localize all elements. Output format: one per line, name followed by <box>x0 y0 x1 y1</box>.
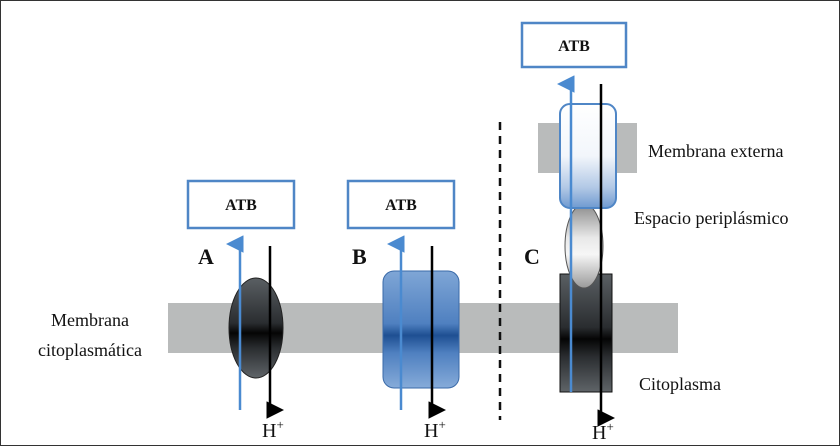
proton-label-b: H+ <box>424 417 446 442</box>
atb-label-c: ATB <box>558 38 590 55</box>
atb-box-a <box>186 179 296 230</box>
inner-membrane-transporter-c <box>559 273 613 393</box>
label-cytoplasmic-membrane-line2: citoplasmática <box>38 340 142 360</box>
label-cytoplasmic-membrane-line1: Membrana <box>51 310 129 330</box>
label-outer-membrane: Membrana externa <box>648 141 783 161</box>
atb-box-c <box>520 21 628 69</box>
label-cytoplasm: Citoplasma <box>639 374 721 394</box>
proton-label-a: H+ <box>262 417 284 442</box>
panel-letter-a: A <box>198 244 214 269</box>
panel-letter-b: B <box>352 244 367 269</box>
proton-label-c: H+ <box>592 419 614 444</box>
atb-label-a: ATB <box>225 197 257 214</box>
atb-label-b: ATB <box>385 197 417 214</box>
transporter-a <box>228 277 284 379</box>
outer-membrane-channel-c <box>559 103 617 209</box>
atb-box-b <box>346 179 456 230</box>
label-periplasmic-space: Espacio periplásmico <box>634 208 788 228</box>
panel-letter-c: C <box>524 244 540 269</box>
transporter-b <box>382 270 460 389</box>
